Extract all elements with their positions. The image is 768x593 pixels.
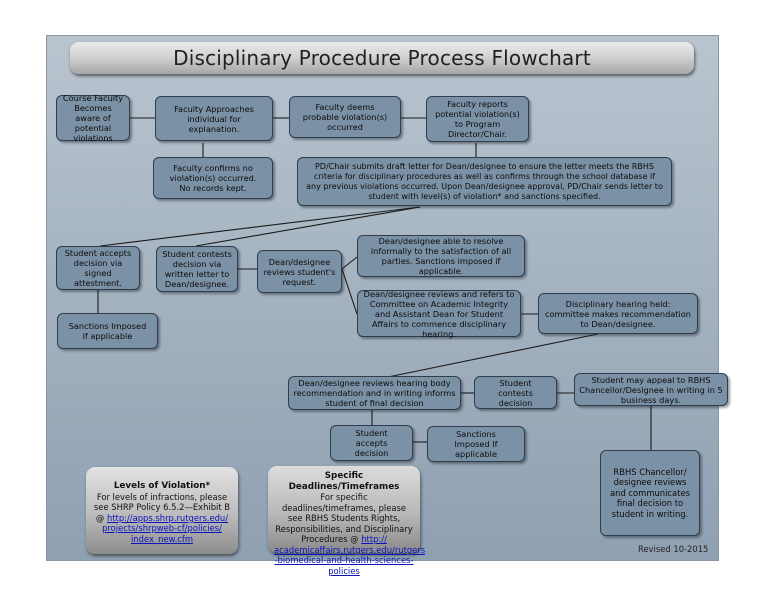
faculty-deems-text: Faculty deems probable violation(s) occu… xyxy=(302,102,388,132)
dean-reviews-hearing-text: Dean/designee reviews hearing body recom… xyxy=(293,378,456,408)
dean-reviews-request-text: Dean/designee reviews student's request. xyxy=(263,256,336,287)
faculty-approaches-box: Faculty Approaches individual for explan… xyxy=(155,96,273,141)
course-faculty-aware-box: Course Faculty Becomes aware of potentia… xyxy=(56,93,130,143)
faculty-deems-box: Faculty deems probable violation(s) occu… xyxy=(289,96,401,138)
pd-chair-submits-text: PD/Chair submits draft letter for Dean/d… xyxy=(306,161,663,201)
student-accepts-attestment-box: Student accepts decision via signed atte… xyxy=(56,246,140,290)
student-contests-decision-text: Student contests decision xyxy=(498,377,533,408)
faculty-approaches-text: Faculty Approaches individual for explan… xyxy=(174,103,254,134)
revised-date: Revised 10-2015 xyxy=(638,544,709,554)
shrp-policy-link[interactable]: http://apps.shrp.rutgers.edu/ projects/s… xyxy=(102,512,229,544)
student-accepts-attestment-text: Student accepts decision via signed atte… xyxy=(64,248,132,288)
dean-reviews-request-box: Dean/designee reviews student's request. xyxy=(257,250,342,293)
dean-reviews-hearing-box: Dean/designee reviews hearing body recom… xyxy=(288,376,461,410)
sanctions-imposed-final-box: Sanctions Imposed If applicable xyxy=(427,426,525,462)
levels-of-violation-note: Levels of Violation* For levels of infra… xyxy=(86,467,238,554)
course-faculty-aware-text: Course Faculty Becomes aware of potentia… xyxy=(62,93,124,143)
deadlines-timeframes-note: Specific Deadlines/Timeframes For specif… xyxy=(268,466,425,576)
faculty-reports-box: Faculty reports potential violation(s) t… xyxy=(426,96,529,142)
sanctions-imposed-text: Sanctions Imposed if applicable xyxy=(68,321,147,341)
levels-of-violation-text: For levels of infractions, please see SH… xyxy=(93,491,231,523)
dean-refers-committee-box: Dean/designee reviews and refers to Comm… xyxy=(357,288,521,339)
faculty-confirms-no-box: Faculty confirms no violation(s) occurre… xyxy=(153,157,273,199)
hearing-held-box: Disciplinary hearing held: committee mak… xyxy=(538,293,698,334)
rbhs-policies-link[interactable]: http:// academicaffairs.rutgers.edu/rutg… xyxy=(274,534,426,576)
student-contests-letter-text: Student contests decision via written le… xyxy=(162,249,232,289)
student-appeal-box: Student may appeal to RBHS Chancellor/De… xyxy=(574,373,728,406)
page-title: Disciplinary Procedure Process Flowchart xyxy=(70,42,694,74)
deadlines-timeframes-text: For specific deadlines/timeframes, pleas… xyxy=(275,492,413,544)
connector xyxy=(341,256,358,270)
hearing-held-text: Disciplinary hearing held: committee mak… xyxy=(545,298,691,329)
dean-refers-committee-text: Dean/designee reviews and refers to Comm… xyxy=(363,288,515,339)
dean-resolve-informally-box: Dean/designee able to resolve informally… xyxy=(357,235,525,277)
connector xyxy=(99,206,421,247)
dean-resolve-informally-text: Dean/designee able to resolve informally… xyxy=(370,236,512,276)
student-accepts-decision-text: Student accepts decision xyxy=(354,428,389,458)
student-contests-letter-box: Student contests decision via written le… xyxy=(156,246,238,292)
sanctions-imposed-final-text: Sanctions Imposed If applicable xyxy=(454,429,498,459)
connector xyxy=(387,333,599,378)
faculty-confirms-no-text: Faculty confirms no violation(s) occurre… xyxy=(169,163,257,193)
faculty-reports-text: Faculty reports potential violation(s) t… xyxy=(435,99,520,139)
student-contests-decision-box: Student contests decision xyxy=(474,376,557,409)
connector xyxy=(341,268,358,315)
chancellor-reviews-text: RBHS Chancellor/ designee reviews and co… xyxy=(610,466,690,519)
levels-of-violation-title: Levels of Violation* xyxy=(113,481,211,491)
student-appeal-text: Student may appeal to RBHS Chancellor/De… xyxy=(579,374,723,405)
pd-chair-submits-box: PD/Chair submits draft letter for Dean/d… xyxy=(297,157,672,206)
deadlines-timeframes-title: Specific Deadlines/Timeframes xyxy=(288,471,400,492)
connector xyxy=(195,206,421,247)
sanctions-imposed-box: Sanctions Imposed if applicable xyxy=(57,313,158,349)
student-accepts-decision-box: Student accepts decision xyxy=(330,425,413,461)
chancellor-reviews-box: RBHS Chancellor/ designee reviews and co… xyxy=(600,450,700,536)
